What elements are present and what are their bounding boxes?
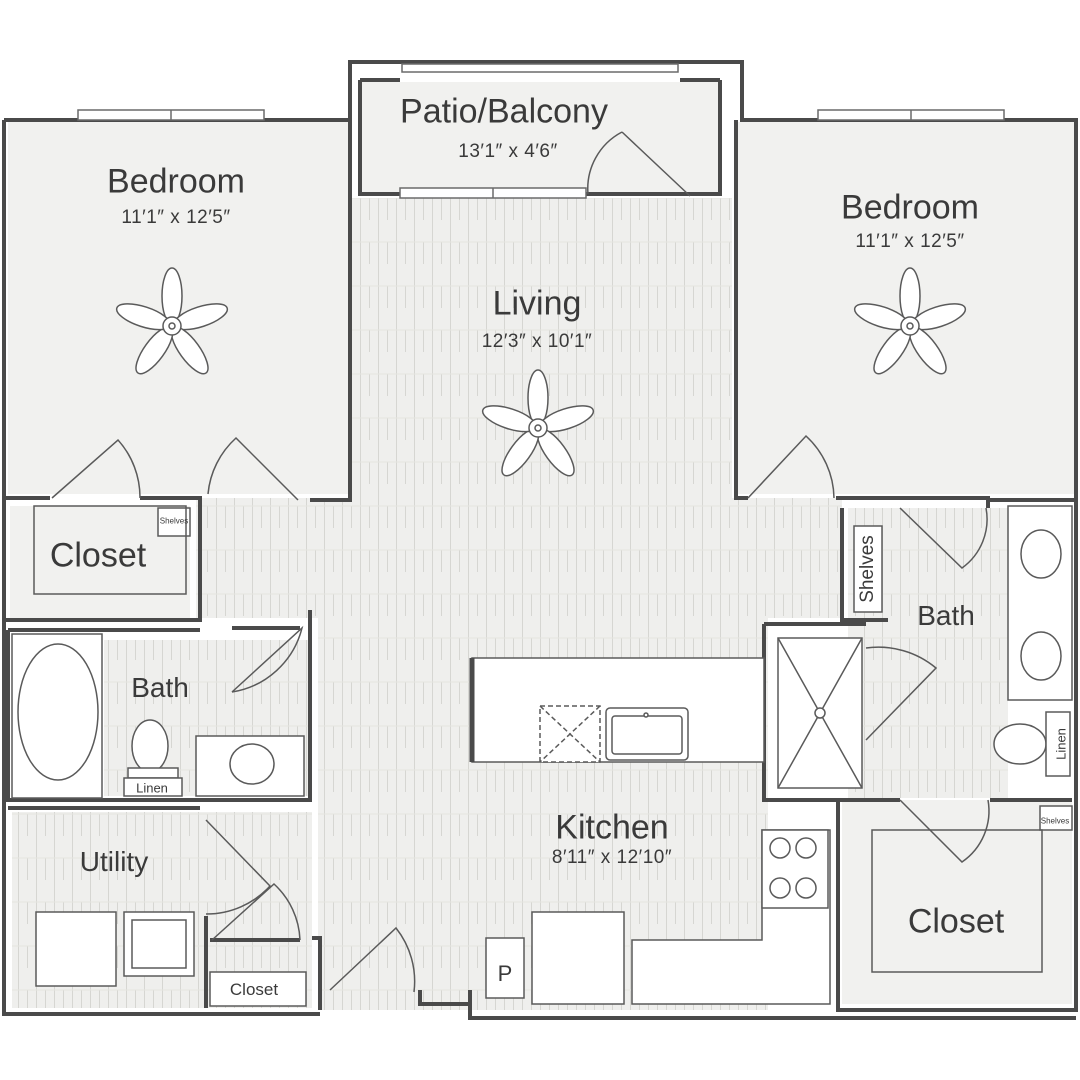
fans xyxy=(115,267,967,477)
door-bath-right xyxy=(899,507,988,569)
door-bedroom-right xyxy=(747,434,835,499)
windows xyxy=(77,63,1005,199)
door-utility xyxy=(205,819,272,915)
bath-left-walls xyxy=(6,610,312,802)
patio-dims: 13′1″ x 4′6″ xyxy=(458,141,558,162)
fan-bedroom-left-icon xyxy=(115,267,229,375)
kitchen-name: Kitchen xyxy=(555,808,669,847)
linen-left xyxy=(123,777,183,797)
closet-left-inner xyxy=(33,505,187,595)
fan-living-icon xyxy=(481,369,595,477)
bedroom-left-dims: 11′1″ x 12′5″ xyxy=(121,207,231,228)
closet-small-box xyxy=(209,971,307,1007)
bath-left-name: Bath xyxy=(131,672,189,703)
closet-left-name: Closet xyxy=(49,536,147,575)
door-entry xyxy=(329,926,416,993)
door-closet-small xyxy=(211,882,301,941)
closet-small-name: Closet xyxy=(229,980,279,999)
closet-right-name: Closet xyxy=(907,902,1005,941)
utility-name: Utility xyxy=(79,846,149,877)
sink-right-top-icon xyxy=(1020,529,1062,579)
patio-floor xyxy=(360,82,720,192)
pantry-label: P xyxy=(497,961,513,986)
fixtures xyxy=(11,505,1073,1007)
living-dims: 12′3″ x 10′1″ xyxy=(481,331,593,352)
pantry xyxy=(485,937,525,999)
linen-left-label: Linen xyxy=(136,780,168,796)
right-lower-walls xyxy=(836,500,1078,1012)
utility-walls xyxy=(8,806,322,1010)
sink-right-bottom-icon xyxy=(1020,631,1062,681)
fan-bedroom-right-icon xyxy=(853,267,967,375)
shelves-closet-right xyxy=(1039,805,1073,831)
bedroom-left-name: Bedroom xyxy=(107,162,245,201)
door-bedroom-left-closet xyxy=(207,436,299,501)
tub-icon xyxy=(17,643,99,781)
kitchen-dims: 8′11″ x 12′10″ xyxy=(551,847,673,868)
living-name: Living xyxy=(492,284,582,323)
doors xyxy=(51,131,990,993)
sink-left-icon xyxy=(229,743,275,785)
patio-name: Patio/Balcony xyxy=(400,92,608,131)
bedroom-right-walls xyxy=(734,120,990,508)
toilet-right-icon xyxy=(993,723,1047,765)
shelves-right-label: Shelves xyxy=(857,535,878,603)
linen-right-label: Linen xyxy=(1053,728,1069,760)
patio-walls xyxy=(358,78,722,196)
door-shower xyxy=(865,646,938,741)
door-patio xyxy=(587,131,691,197)
door-closet-right xyxy=(899,799,990,863)
closet-right-floor xyxy=(842,800,1072,1004)
outer-wall xyxy=(4,60,1078,502)
bath-right-name: Bath xyxy=(917,600,975,631)
walls xyxy=(2,60,1078,1020)
door-bedroom-left xyxy=(51,438,141,499)
shelves-closet-right-label: Shelves xyxy=(1040,816,1070,826)
washer-icon xyxy=(35,911,117,987)
hall-floor xyxy=(196,498,842,618)
toilet-left-icon xyxy=(131,719,169,773)
bedroom-right-name: Bedroom xyxy=(841,188,979,227)
shelves-left xyxy=(157,507,191,537)
closet-right-inner xyxy=(871,829,1043,973)
window-patio-top xyxy=(401,63,679,73)
bedroom-left-walls xyxy=(2,120,352,1016)
door-bath-left xyxy=(231,625,304,693)
bedroom-right-dims: 11′1″ x 12′5″ xyxy=(855,231,965,252)
shelves-left-label: Shelves xyxy=(159,516,189,526)
shelves-right xyxy=(853,525,883,613)
kitchen-bottom-wall xyxy=(418,990,1076,1020)
refrigerator-icon xyxy=(531,911,625,1005)
